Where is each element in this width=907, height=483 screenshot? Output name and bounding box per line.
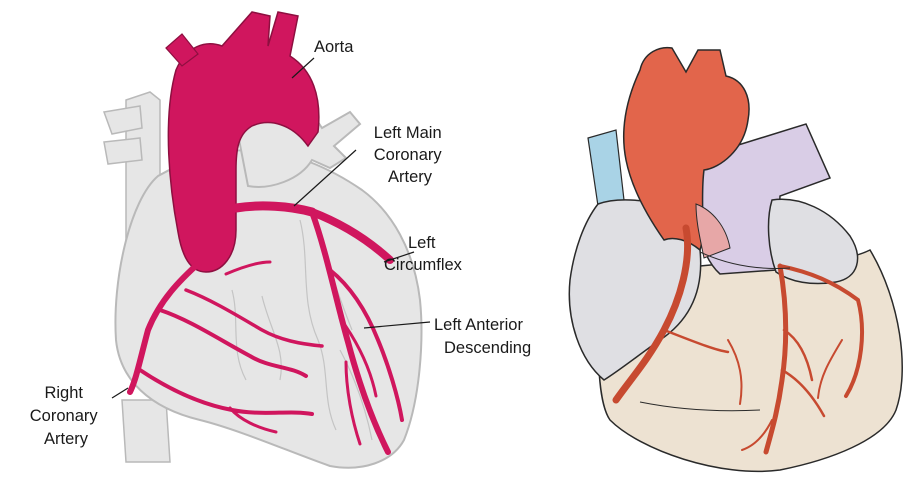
left-heart-diagram: Aorta Left Main Coronary Artery Left Cir… bbox=[30, 12, 531, 468]
superior-vena-cava-blue bbox=[588, 130, 624, 206]
label-left-main-coronary-artery: Left Main Coronary Artery bbox=[374, 124, 446, 186]
right-heart-illustration bbox=[569, 48, 902, 472]
label-aorta: Aorta bbox=[314, 38, 354, 56]
label-left-anterior-descending: Left Anterior Descending bbox=[434, 316, 531, 357]
label-right-coronary-artery: Right Coronary Artery bbox=[30, 384, 102, 448]
inferior-vena-cava bbox=[122, 400, 170, 462]
